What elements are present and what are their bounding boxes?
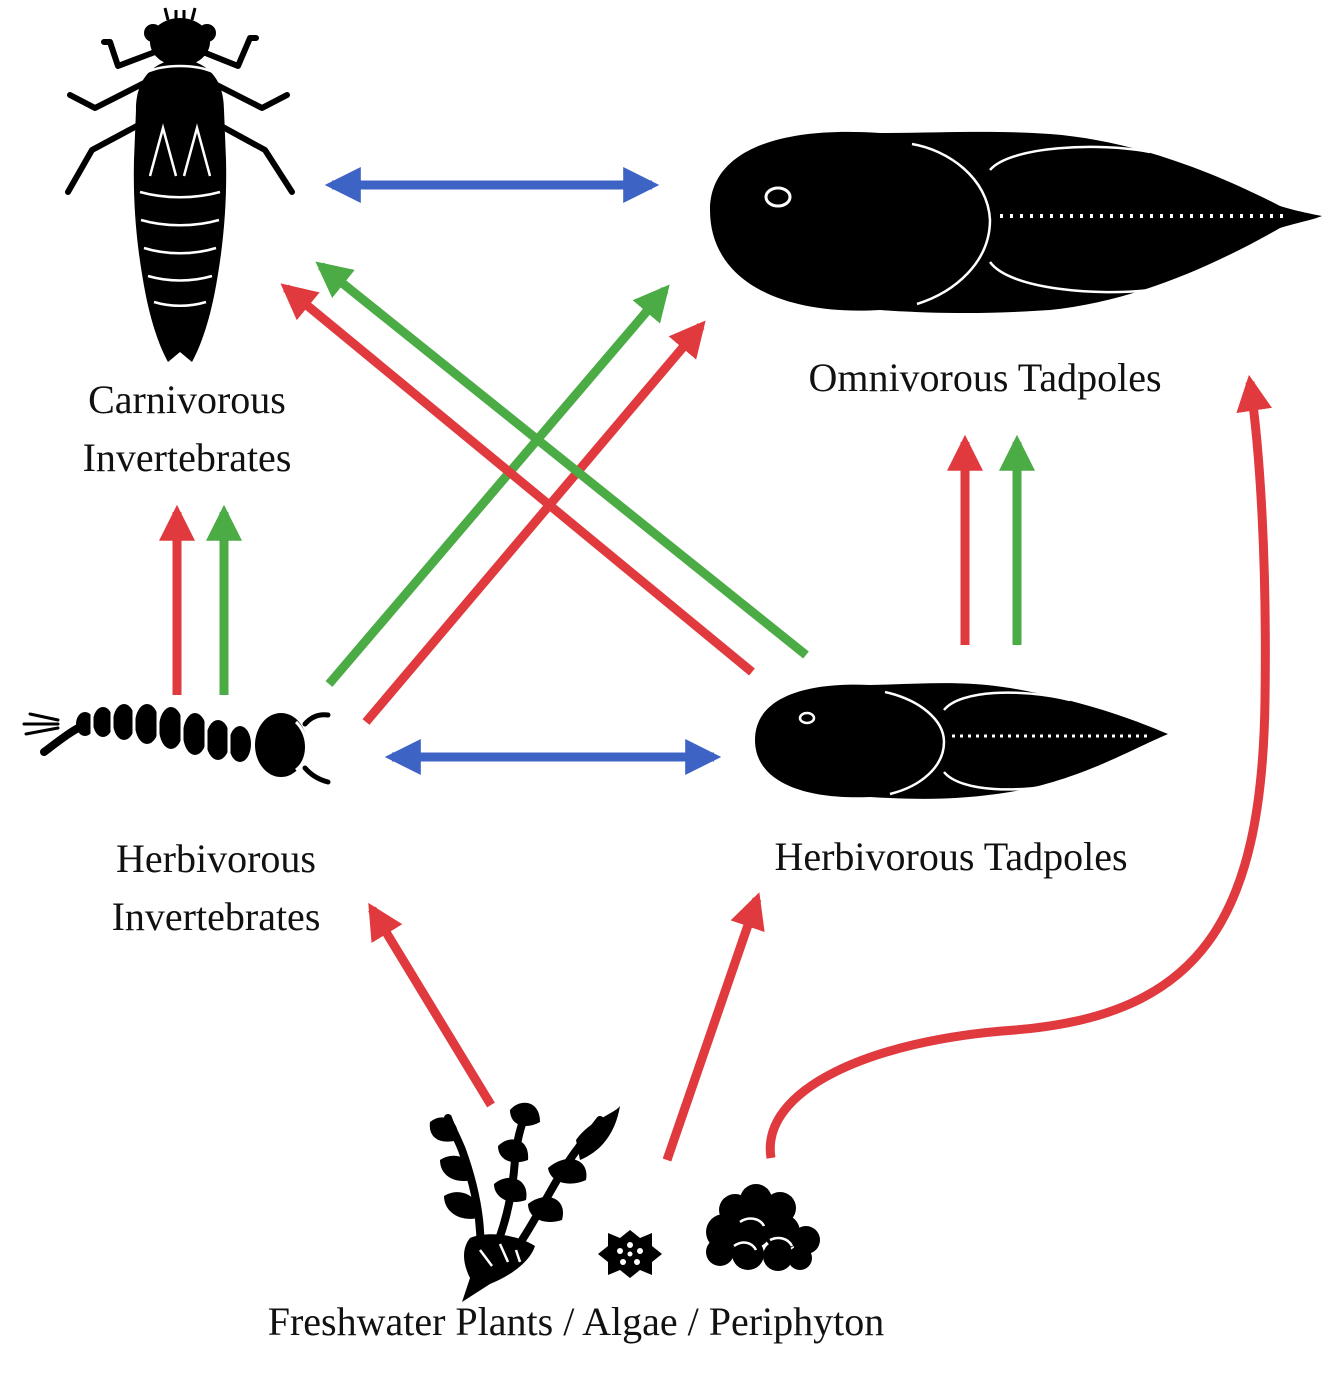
label-line: Invertebrates bbox=[37, 429, 337, 487]
midge-larva-icon bbox=[24, 704, 328, 782]
label-producers: Freshwater Plants / Algae / Periphyton bbox=[176, 1293, 976, 1351]
periphyton-icon bbox=[706, 1184, 820, 1271]
small-tadpole-icon bbox=[755, 683, 1168, 799]
algae-icon bbox=[598, 1230, 662, 1278]
edge-herbinv-omni-red bbox=[366, 326, 701, 722]
dragonfly-nymph-icon bbox=[68, 8, 292, 362]
edge-herbtad-carn-green bbox=[321, 266, 806, 655]
label-omnivorous-tadpoles: Omnivorous Tadpoles bbox=[760, 349, 1210, 407]
label-line: Herbivorous bbox=[66, 830, 366, 888]
label-line: Freshwater Plants / Algae / Periphyton bbox=[176, 1293, 976, 1351]
label-line: Omnivorous Tadpoles bbox=[760, 349, 1210, 407]
edge-herbinv-omni-green bbox=[329, 290, 665, 684]
edge-producers-herbtad-red bbox=[667, 899, 757, 1160]
plant-icon bbox=[430, 1103, 620, 1302]
label-line: Herbivorous Tadpoles bbox=[726, 828, 1176, 886]
label-carnivorous-invertebrates: Carnivorous Invertebrates bbox=[37, 371, 337, 487]
large-tadpole-icon bbox=[710, 132, 1322, 313]
edge-producers-herbinv-red bbox=[372, 909, 491, 1105]
label-herbivorous-tadpoles: Herbivorous Tadpoles bbox=[726, 828, 1176, 886]
label-line: Invertebrates bbox=[66, 888, 366, 946]
label-line: Carnivorous bbox=[37, 371, 337, 429]
label-herbivorous-invertebrates: Herbivorous Invertebrates bbox=[66, 830, 366, 946]
